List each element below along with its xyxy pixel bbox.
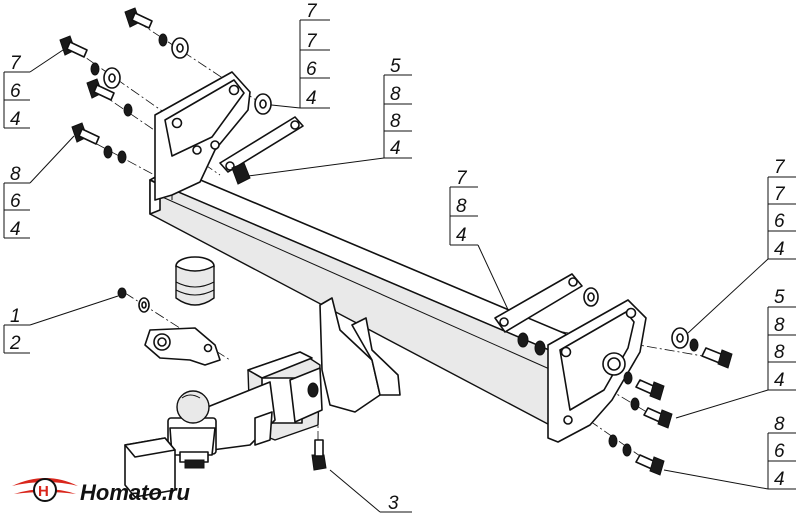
svg-text:H: H <box>38 483 49 500</box>
callout-right-lower: 8 6 4 <box>663 414 796 490</box>
callout-middle-left: 8 6 4 <box>3 135 75 240</box>
ball-mount <box>167 381 276 469</box>
callout-value: 1 <box>10 306 21 327</box>
callout-value: 4 <box>10 109 21 130</box>
callout-ball-mount: 1 2 <box>3 295 119 354</box>
receiver-cover-cap <box>124 437 176 498</box>
callout-value: 8 <box>774 414 785 435</box>
callout-value: 8 <box>390 84 401 105</box>
hitch-receiver <box>247 297 401 441</box>
callout-value: 5 <box>774 287 785 308</box>
callout-value: 7 <box>774 184 786 205</box>
callout-value: 6 <box>10 191 21 212</box>
bolt <box>124 7 153 29</box>
ball-cover-cap <box>175 256 215 306</box>
bolt <box>701 347 733 369</box>
right-mounting-bracket <box>547 299 647 443</box>
washer <box>171 37 189 59</box>
homato-logo: H Homato.ru <box>12 478 191 505</box>
left-mounting-bracket <box>154 71 251 201</box>
callout-right-upper: 7 7 6 4 <box>687 157 796 334</box>
callout-value: 8 <box>456 196 467 217</box>
washer <box>138 297 150 313</box>
callout-value: 8 <box>774 342 785 363</box>
callout-value: 4 <box>306 88 317 109</box>
callout-value: 4 <box>456 225 467 246</box>
bolt <box>635 454 665 476</box>
callout-value: 7 <box>774 157 786 178</box>
callout-value: 7 <box>456 168 468 189</box>
bolt <box>86 78 115 101</box>
callout-value: 4 <box>774 370 785 391</box>
socket-mounting-plate <box>144 327 221 366</box>
callout-top-left-upper: 7 7 6 4 <box>261 1 330 109</box>
callout-value: 4 <box>390 138 401 159</box>
bolt <box>311 439 327 471</box>
callout-value: 7 <box>306 31 318 52</box>
callout-value: 5 <box>390 56 401 77</box>
callout-bottom: 3 <box>329 469 412 514</box>
callout-value: 2 <box>9 333 21 354</box>
callout-middle-plate: 7 8 4 <box>449 168 511 315</box>
homato-wing-logo-icon: H <box>12 478 78 502</box>
bolt <box>635 379 665 401</box>
callout-value: 7 <box>10 53 22 74</box>
callout-value: 6 <box>774 211 785 232</box>
callout-value: 4 <box>774 239 785 260</box>
callout-right-middle: 5 8 8 4 <box>675 287 796 419</box>
callout-value: 4 <box>774 469 785 490</box>
callout-value: 4 <box>10 219 21 240</box>
lock-washer <box>90 33 699 457</box>
washer <box>254 93 272 115</box>
callout-value: 3 <box>388 493 399 514</box>
bolt <box>231 162 251 185</box>
right-reinforcement-strip <box>494 273 583 333</box>
callout-value: 8 <box>390 111 401 132</box>
bolt <box>71 122 100 145</box>
washer <box>671 327 689 349</box>
callout-value: 8 <box>774 315 785 336</box>
callout-value: 8 <box>10 164 21 185</box>
callout-value: 6 <box>10 81 21 102</box>
callout-value: 7 <box>306 1 318 22</box>
washer <box>583 287 599 307</box>
callout-top-left: 7 6 4 <box>3 49 64 130</box>
washer <box>103 67 121 89</box>
callout-value: 6 <box>306 59 317 80</box>
callout-top-bolt: 5 8 8 4 <box>247 56 412 177</box>
logo-text: Homato.ru <box>80 480 191 505</box>
bolt <box>643 407 673 429</box>
bolt <box>59 35 88 58</box>
callout-value: 6 <box>774 441 785 462</box>
